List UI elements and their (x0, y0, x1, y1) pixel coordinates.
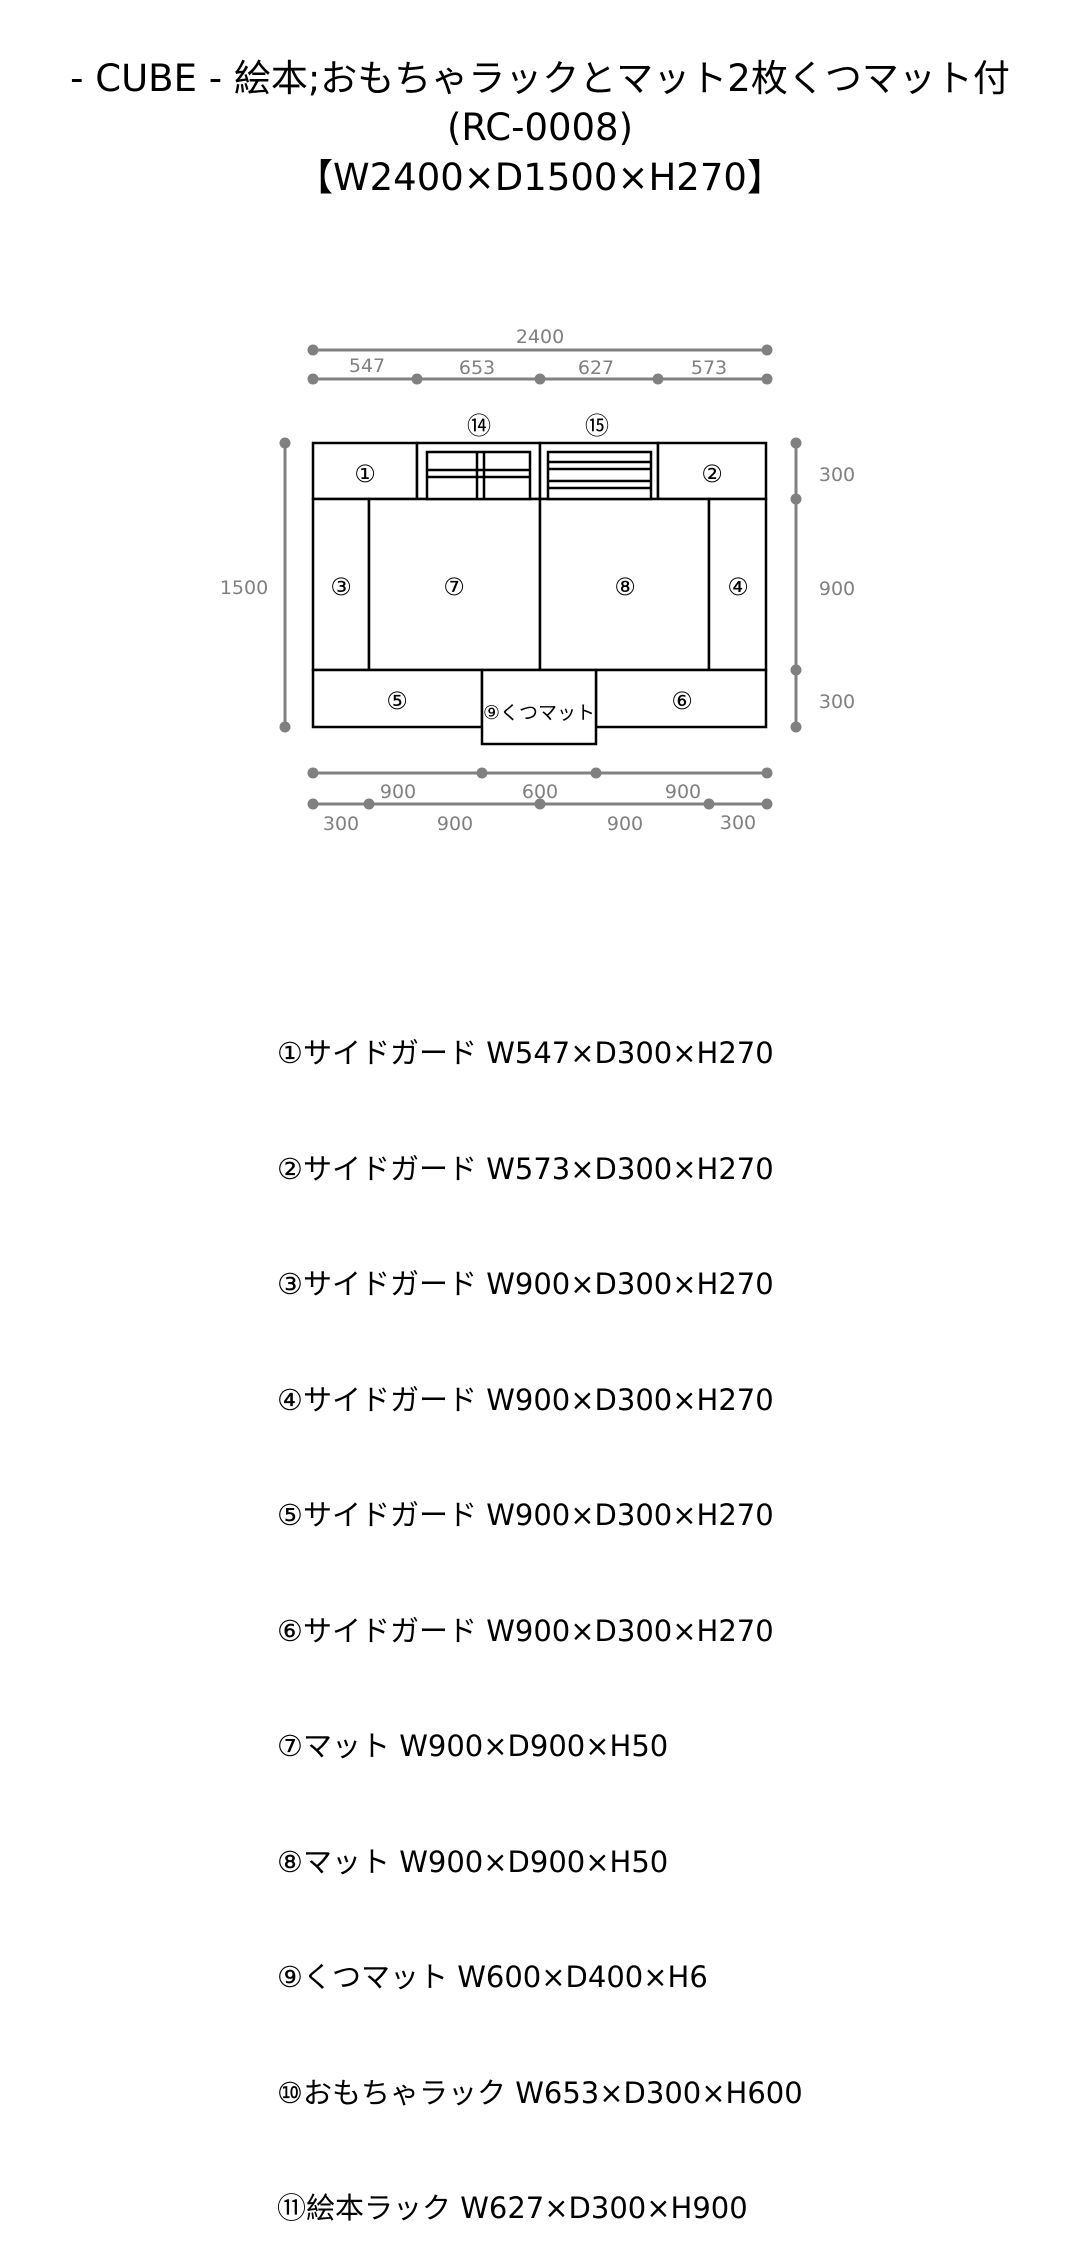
part-label-3: ③ (330, 573, 352, 601)
part-label-8: ⑧ (614, 573, 636, 601)
parts-list-item: ⑤サイドガード W900×D300×H270 (277, 1498, 774, 1532)
dim-top-seg: 653 (459, 357, 495, 379)
dim-total-width: 2400 (516, 326, 564, 348)
part-label-4: ④ (727, 573, 749, 601)
title-model-code: (RC-0008) (446, 106, 634, 149)
part-label-6: ⑥ (671, 687, 693, 715)
part-label-1: ① (354, 460, 376, 488)
parts-list-item: ②サイドガード W573×D300×H270 (277, 1151, 774, 1186)
parts-list-item: ⑨くつマット W600×D400×H6 (277, 1960, 708, 1994)
dim-total-depth: 1500 (220, 577, 268, 599)
layout-pieces (311, 441, 768, 746)
parts-list-item: ①サイドガード W547×D300×H270 (277, 1036, 774, 1070)
dim-bottom-seg: 300 (323, 813, 359, 835)
parts-list-item: ⑪絵本ラック W627×D300×H900 (277, 2191, 748, 2225)
parts-list-item: ⑧マット W900×D900×H50 (277, 1844, 669, 1879)
part-label-15: ⑮ (585, 412, 609, 440)
dim-bottom-seg: 900 (437, 813, 473, 835)
parts-list-item: ⑩おもちゃラック W653×D300×H600 (277, 2075, 803, 2110)
dim-bottom-seg: 900 (607, 813, 643, 835)
dim-right-seg: 300 (819, 464, 855, 486)
dim-bottom-seg: 900 (380, 781, 416, 803)
part-label-14: ⑭ (467, 412, 491, 440)
layout-diagram: 2400 547 653 627 573 1500 300 900 300 90… (220, 326, 855, 835)
title-product-name: - CUBE - 絵本;おもちゃラックとマット2枚くつマット付 (70, 57, 1010, 100)
title-overall-size: 【W2400×D1500×H270】 (296, 156, 784, 199)
dim-right-seg: 300 (819, 691, 855, 713)
parts-list-item: ④サイドガード W900×D300×H270 (277, 1382, 774, 1417)
dim-top-seg: 547 (349, 355, 385, 377)
dimension-lines (279, 344, 802, 810)
dim-top-seg: 627 (578, 357, 614, 379)
part-label-2: ② (701, 460, 723, 488)
part-label-7: ⑦ (443, 573, 465, 601)
dim-top-seg: 573 (691, 357, 727, 379)
parts-list-item: ⑦マット W900×D900×H50 (277, 1729, 669, 1763)
dim-bottom-seg: 900 (665, 781, 701, 803)
dim-right-seg: 900 (819, 578, 855, 600)
parts-list-item: ⑥サイドガード W900×D300×H270 (277, 1613, 774, 1648)
dim-bottom-seg: 600 (522, 781, 558, 803)
dim-bottom-seg: 300 (720, 812, 756, 834)
part-label-9: ⑨くつマット (483, 702, 595, 724)
parts-list-item: ③サイドガード W900×D300×H270 (277, 1267, 774, 1301)
parts-list: ①サイドガード W547×D300×H270 ②サイドガード W573×D300… (277, 957, 803, 2266)
part-label-5: ⑤ (386, 687, 408, 715)
